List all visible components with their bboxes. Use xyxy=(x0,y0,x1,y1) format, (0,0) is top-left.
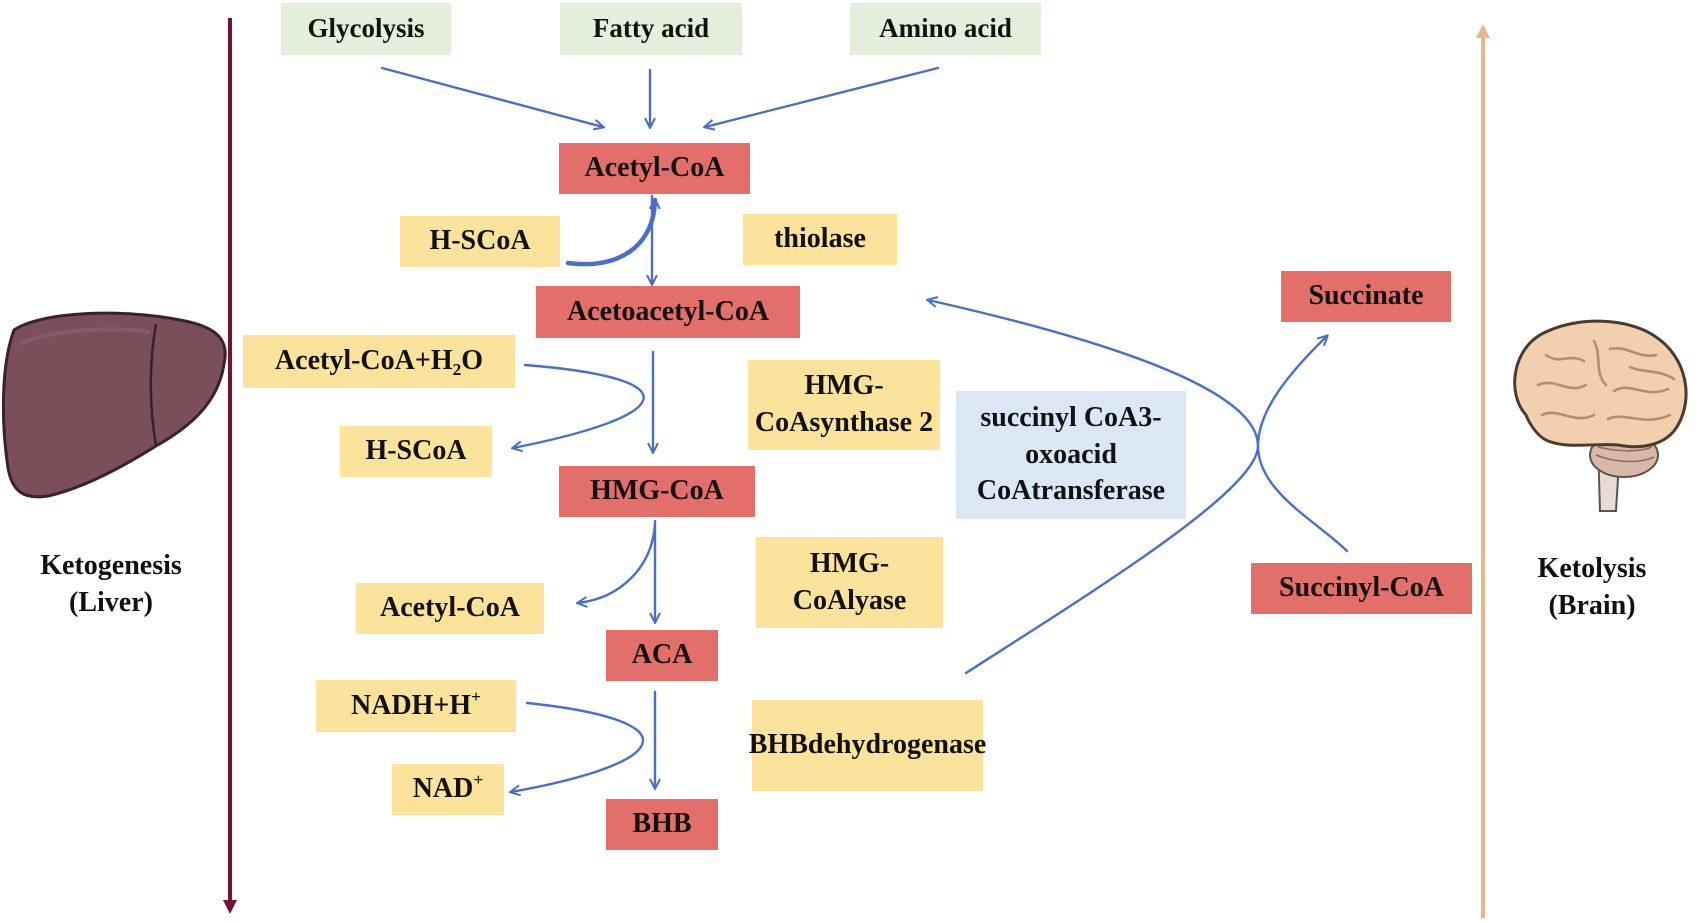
source-glycolysis: Glycolysis xyxy=(281,3,451,55)
metabolite-acetoacetyl-coa: Acetoacetyl-CoA xyxy=(536,286,800,338)
metabolite-aca: ACA xyxy=(606,630,718,681)
ketolysis-label: Ketolysis(Brain) xyxy=(1537,553,1647,621)
enzyme-thiolase: thiolase xyxy=(743,214,897,265)
cofactor-hscoa-2: H-SCoA xyxy=(340,426,492,477)
metabolite-bhb: BHB xyxy=(606,799,718,850)
liver-icon xyxy=(1,311,227,499)
arrow-aminoacid-acetylcoa xyxy=(705,66,940,127)
arrow-acetylcoa-release xyxy=(578,522,657,603)
arrow-hscoa-release xyxy=(565,197,655,267)
arrow-glycolysis-acetylcoa xyxy=(380,66,603,127)
arrow-nadh-to-nad xyxy=(511,701,644,792)
enzyme-bhb-dehydrogenase: BHBdehydrogenase xyxy=(749,700,986,791)
ketogenesis-label: Ketogenesis(Liver) xyxy=(40,550,182,618)
arrow-succinylcoa-to-succinate xyxy=(1256,336,1349,553)
arrow-acetylcoa-h2o-to-hscoa xyxy=(513,363,645,448)
metabolite-succinyl-coa: Succinyl-CoA xyxy=(1251,563,1472,614)
cofactor-nadh: NADH+H+ xyxy=(316,680,516,732)
brain-icon xyxy=(1513,319,1688,512)
enzyme-succinyl-coa-transferase: succinyl CoA3-oxoacid CoAtransferase xyxy=(956,391,1186,519)
source-fatty-acid: Fatty acid xyxy=(560,3,742,55)
enzyme-hmg-coa-lyase: HMG-CoAlyase xyxy=(756,537,943,628)
cofactor-acetyl-coa-h2o: Acetyl-CoA+H2O xyxy=(243,335,515,388)
source-amino-acid: Amino acid xyxy=(850,3,1041,55)
cofactor-acetyl-coa-2: Acetyl-CoA xyxy=(356,583,544,634)
enzyme-hmg-coa-synthase-2: HMG-CoAsynthase 2 xyxy=(748,360,940,450)
metabolite-hmg-coa: HMG-CoA xyxy=(559,466,755,517)
cofactor-hscoa-1: H-SCoA xyxy=(400,216,560,267)
cofactor-nad: NAD+ xyxy=(392,764,504,815)
metabolite-acetyl-coa: Acetyl-CoA xyxy=(559,143,750,194)
metabolite-succinate: Succinate xyxy=(1281,271,1451,322)
